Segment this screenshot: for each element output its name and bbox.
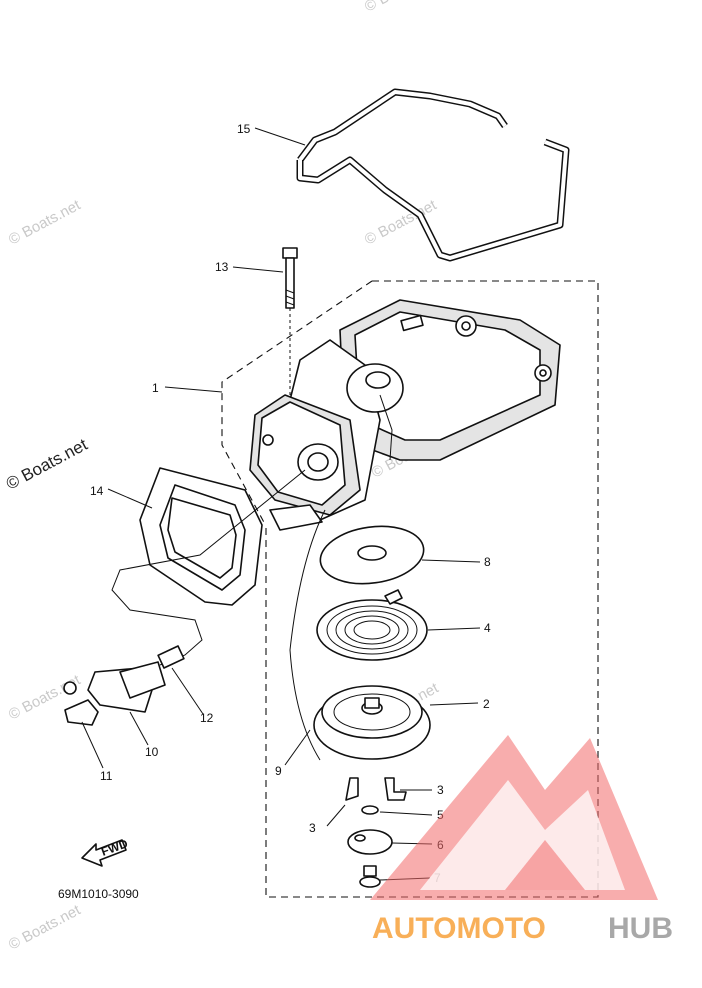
callout-2: 2 — [483, 697, 490, 711]
callout-13: 13 — [215, 260, 229, 274]
callout-5: 5 — [437, 808, 444, 822]
callout-3: 3 — [309, 821, 316, 835]
callout-14: 14 — [90, 484, 104, 498]
fwd-label: FWD — [99, 836, 130, 859]
cover-seal-part-15 — [296, 88, 570, 262]
brand-part1: AUTOMOTO — [372, 912, 546, 945]
watermark: © Boats.net — [362, 0, 440, 16]
pulley-part-2 — [313, 685, 431, 760]
callout-3: 3 — [437, 783, 444, 797]
watermark: © Boats.net — [6, 901, 84, 953]
callout-1: 1 — [152, 381, 159, 395]
callout-9: 9 — [275, 764, 282, 778]
small-parts-3-5-6-7 — [345, 777, 407, 888]
cable-part-9 — [111, 469, 326, 761]
callout-8: 8 — [484, 555, 491, 569]
watermark-dark: © Boats.net — [3, 435, 91, 494]
starter-case-part-1 — [249, 299, 561, 531]
callout-10: 10 — [145, 745, 159, 759]
callout-4: 4 — [484, 621, 491, 635]
brand-part2: HUB — [608, 912, 673, 945]
brand-logo: AUTOMOTO HUB — [370, 735, 673, 945]
plate-part-8 — [319, 525, 425, 585]
bolt-part-13 — [282, 247, 298, 400]
cable-end-parts-10-11-12 — [63, 645, 185, 726]
callouts: 1 2 3 3 4 5 6 7 8 9 10 11 12 13 14 15 — [90, 122, 491, 885]
fwd-arrow-icon: FWD — [81, 836, 130, 867]
watermark: © Boats.net — [6, 196, 84, 248]
watermarks: © Boats.net © Boats.net © Boats.net © Bo… — [3, 0, 447, 954]
callout-12: 12 — [200, 711, 214, 725]
callout-11: 11 — [100, 769, 113, 783]
part-number: 69M1010-3090 — [58, 887, 139, 901]
spring-part-4 — [316, 589, 428, 661]
callout-15: 15 — [237, 122, 251, 136]
gasket-part-14 — [139, 467, 263, 606]
